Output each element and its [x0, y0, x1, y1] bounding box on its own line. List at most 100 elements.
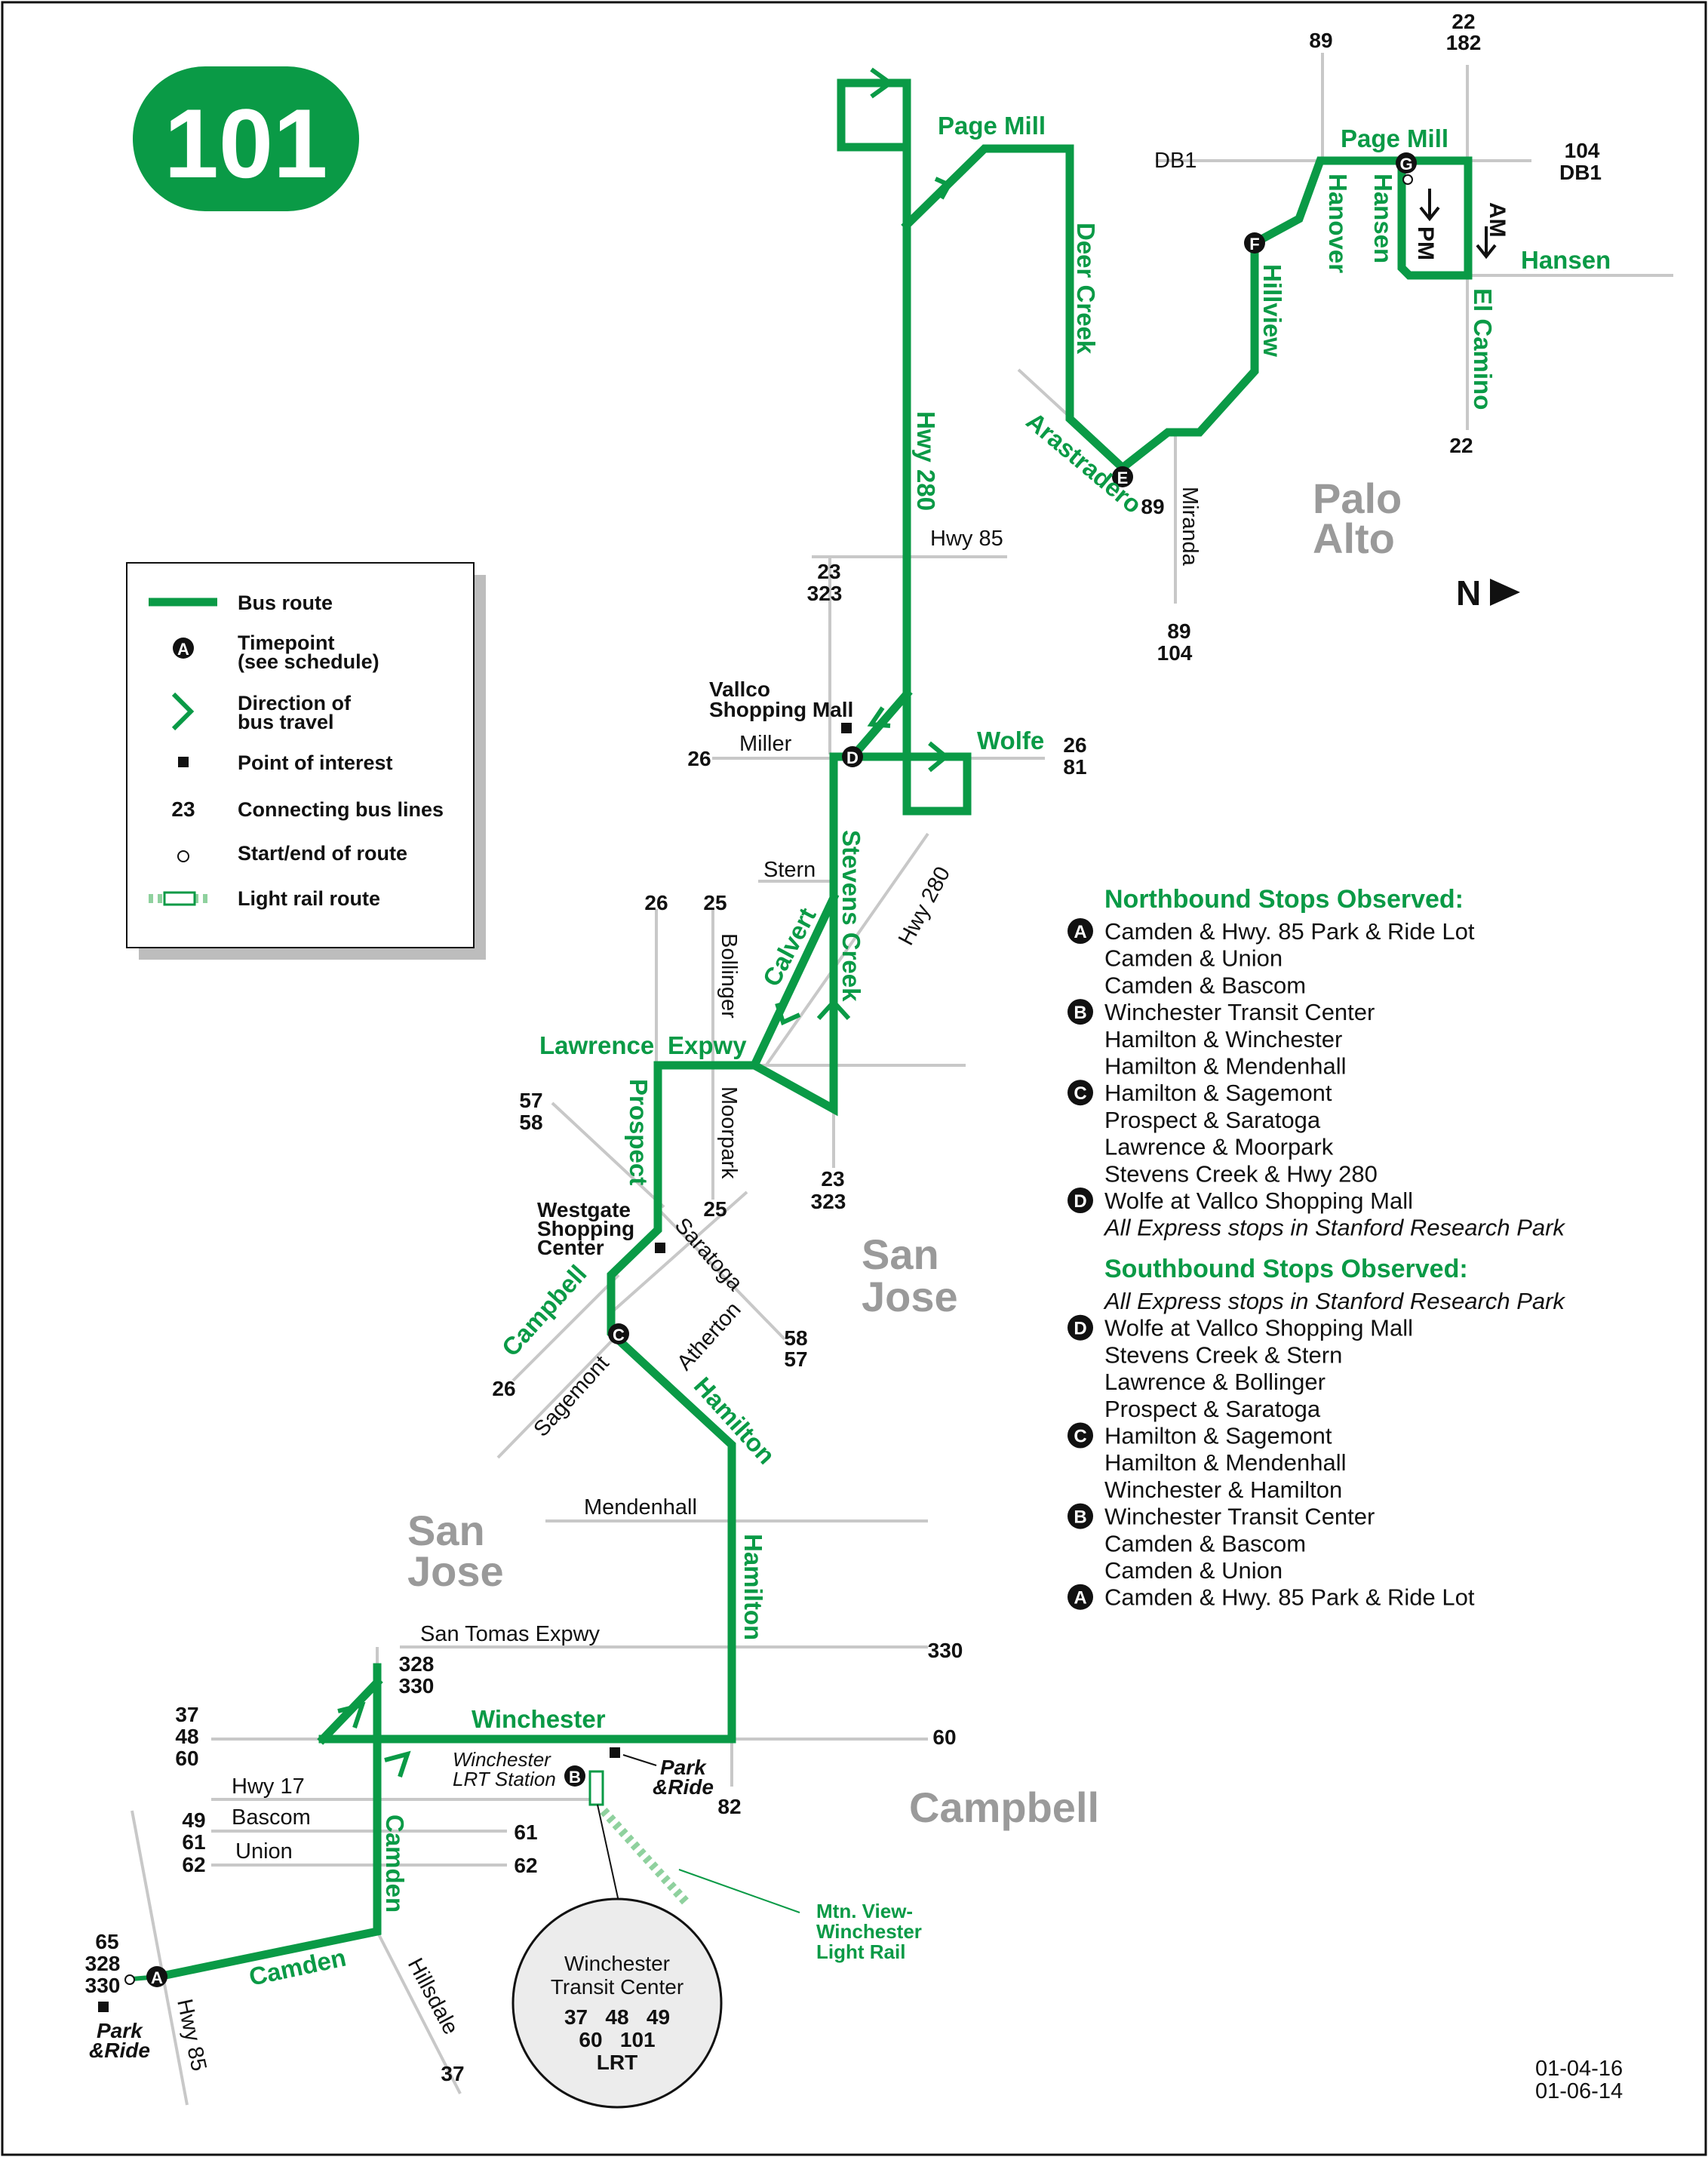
connecting-line: 104 [1565, 139, 1600, 162]
label-page-mill: Page Mill [938, 112, 1046, 140]
label-hillview: Hillview [1258, 264, 1286, 357]
legend-box [126, 562, 475, 948]
connecting-line: 330 [85, 1974, 121, 1997]
stop-timepoint-icon [1068, 1584, 1093, 1610]
label-db1: DB1 [1154, 149, 1197, 173]
stop-item: Hamilton & Sagemont [1104, 1423, 1332, 1449]
light-rail [588, 1770, 800, 1913]
poi-westgate-3: Center [537, 1236, 604, 1259]
stop-item: Lawrence & Moorpark [1104, 1134, 1334, 1160]
connecting-line: 330 [399, 1674, 435, 1698]
label-lawrence: Lawrence [539, 1031, 654, 1059]
label-san-tomas-expwy: San Tomas Expwy [420, 1622, 601, 1646]
light-rail-label-2: Winchester [816, 1920, 922, 1943]
timepoints: A B C D E F G [146, 152, 1417, 1987]
legend-timepoint-sub: (see schedule) [238, 650, 379, 673]
southbound-list: All Express stops in Stanford Research P… [1068, 1288, 1565, 1611]
legend-timepoint: Timepoint [238, 631, 335, 654]
label-bollinger: Bollinger [717, 933, 741, 1019]
legend-start-end-icon [177, 850, 189, 862]
timepoint-d: D [842, 746, 863, 767]
start-end-marker [124, 1974, 135, 1985]
label-hwy-280: Hwy 280 [912, 411, 940, 511]
timepoint-a: A [146, 1966, 167, 1987]
hwy85-south-street [131, 1810, 189, 2106]
connecting-line: 89 [1141, 495, 1164, 518]
stop-item: Prospect & Saratoga [1104, 1396, 1321, 1422]
timepoint-b: B [564, 1765, 585, 1787]
route-calvert [748, 892, 840, 1071]
transit-center-lines-3: LRT [597, 2051, 637, 2074]
legend-connecting: Connecting bus lines [238, 798, 444, 821]
connecting-line: 62 [182, 1853, 205, 1876]
label-hanover: Hanover [1324, 174, 1352, 273]
timepoint-f: F [1244, 232, 1265, 253]
bus-route [131, 78, 1473, 1982]
stop-item: Camden & Hwy. 85 Park & Ride Lot [1104, 1584, 1475, 1611]
transit-center-callout: Winchester Transit Center 37 48 49 60 10… [511, 1804, 723, 2109]
stop-item: Winchester Transit Center [1104, 999, 1375, 1025]
transit-center-title-2: Transit Center [551, 1975, 684, 1999]
connecting-line: 37 [175, 1703, 198, 1726]
northbound-heading: Northbound Stops Observed: [1104, 885, 1464, 914]
stop-timepoint-letter: B [1074, 1003, 1086, 1023]
timepoint-g: G [1396, 152, 1417, 174]
label-hwy-17: Hwy 17 [232, 1774, 305, 1799]
svg-text:F: F [1249, 235, 1259, 253]
connecting-line: 330 [928, 1639, 963, 1662]
legend-connecting-sample: 23 [171, 797, 195, 821]
legend-start-end: Start/end of route [238, 842, 407, 865]
stop-item: Camden & Union [1104, 945, 1283, 972]
stop-timepoint-letter: A [1074, 1588, 1086, 1609]
svg-text:A: A [151, 1968, 163, 1987]
label-prospect: Prospect [625, 1079, 653, 1185]
connecting-line: 26 [1063, 733, 1086, 757]
saratoga-street [655, 1206, 786, 1341]
label-stevens-creek: Stevens Creek [837, 830, 865, 1002]
label-hansen: Hansen [1521, 246, 1611, 274]
stop-item: Camden & Bascom [1104, 972, 1306, 998]
label-mendenhall: Mendenhall [584, 1495, 697, 1519]
am-label: AM [1485, 202, 1510, 238]
label-deer-creek: Deer Creek [1072, 223, 1100, 355]
connecting-line: 23 [817, 560, 840, 583]
stop-timepoint-icon [1068, 999, 1093, 1025]
label-hwy-280: Hwy 280 [894, 863, 955, 950]
city-san-jose: Jose [407, 1547, 504, 1595]
revision-date: 01-04-16 [1535, 2057, 1623, 2081]
poi-marker [610, 1747, 620, 1758]
connecting-line: 61 [182, 1830, 205, 1854]
connecting-line: 58 [784, 1326, 807, 1350]
poi-marker [655, 1243, 665, 1253]
connecting-line: 323 [807, 582, 843, 605]
legend-timepoint-icon [173, 638, 194, 659]
park-ride-label: &Ride [89, 2039, 150, 2062]
svg-text:C: C [613, 1326, 625, 1344]
stop-item: All Express stops in Stanford Research P… [1103, 1215, 1565, 1241]
stop-item: Lawrence & Bollinger [1104, 1369, 1326, 1395]
connecting-line: 82 [717, 1795, 741, 1818]
stop-item: Hamilton & Mendenhall [1104, 1449, 1347, 1476]
campbell-street [511, 1274, 620, 1382]
connecting-line: 26 [687, 747, 711, 770]
connecting-line: 22 [1449, 434, 1473, 457]
legend-direction: Direction of [238, 692, 352, 714]
connecting-line: 25 [703, 891, 727, 914]
direction-arrow [928, 741, 950, 773]
stop-timepoint-icon [1068, 1314, 1093, 1341]
north-arrow-icon [1490, 579, 1520, 606]
winchester-lrt-label-2: LRT Station [453, 1768, 556, 1790]
legend-poi: Point of interest [238, 751, 393, 774]
poi-marker [98, 2002, 109, 2012]
connecting-line: 60 [932, 1725, 956, 1749]
legend-direction-icon [171, 692, 195, 731]
connecting-line: 89 [1167, 619, 1190, 643]
stop-item: Hamilton & Sagemont [1104, 1080, 1332, 1106]
southbound-stops: Southbound Stops Observed: All Express s… [1068, 1255, 1565, 1611]
city-san-jose: Jose [862, 1273, 958, 1320]
stop-item: Camden & Hwy. 85 Park & Ride Lot [1104, 918, 1475, 945]
direction-arrow [384, 1750, 411, 1778]
